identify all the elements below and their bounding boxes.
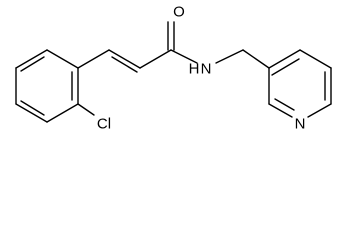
bond — [15, 103, 48, 123]
bond-c-cl — [77, 103, 95, 116]
bond — [20, 56, 45, 72]
benzene-ring — [15, 49, 79, 123]
bond — [170, 49, 198, 64]
bond — [215, 49, 244, 64]
bond — [15, 49, 48, 69]
bond — [108, 49, 141, 69]
molecule-structure: O N H N Cl — [15, 4, 332, 133]
bond — [111, 56, 138, 73]
pyridine-ring — [268, 49, 332, 118]
bond — [307, 103, 332, 118]
atom-nitrogen-amide: N — [201, 61, 212, 78]
atom-oxygen: O — [173, 4, 185, 21]
bond — [242, 49, 270, 69]
bond — [46, 103, 79, 123]
bond — [274, 98, 295, 111]
atom-nitrogen-pyridine: N — [295, 116, 306, 133]
bond — [299, 49, 332, 69]
bond — [77, 49, 110, 69]
bond — [271, 58, 300, 76]
acrylamide-chain — [77, 21, 270, 73]
bond — [20, 100, 45, 116]
bond — [139, 49, 172, 69]
bond — [46, 49, 79, 69]
atom-hydrogen-amide: H — [189, 61, 200, 78]
atom-chlorine: Cl — [97, 116, 111, 133]
bond — [268, 103, 293, 118]
bond — [268, 49, 301, 69]
